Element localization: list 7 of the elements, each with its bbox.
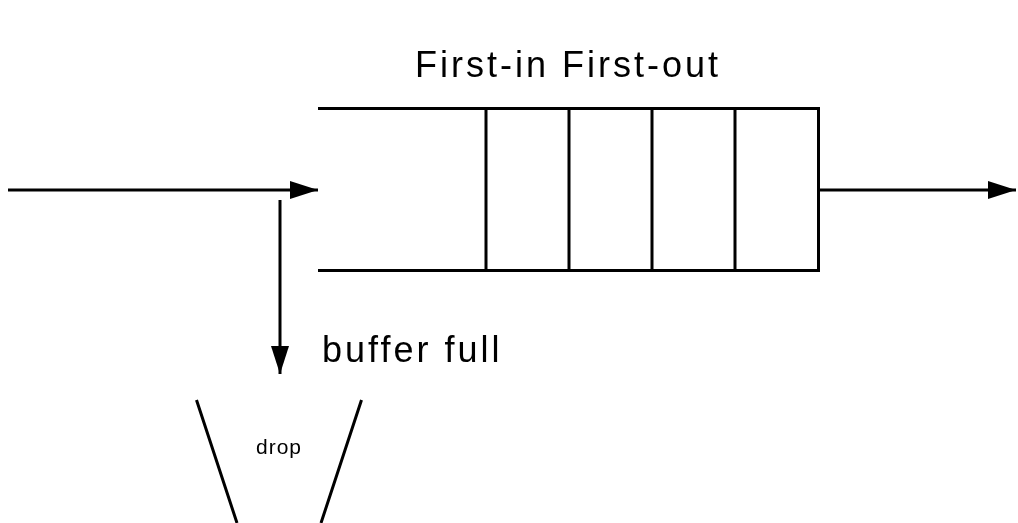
diagram-title: First-in First-out xyxy=(414,44,722,86)
node-label: drop xyxy=(255,434,303,459)
arrow xyxy=(820,181,1016,199)
arrow xyxy=(8,181,318,199)
queue-buffer xyxy=(318,107,820,272)
arrow xyxy=(271,200,289,374)
edge-label: buffer full xyxy=(322,329,503,371)
